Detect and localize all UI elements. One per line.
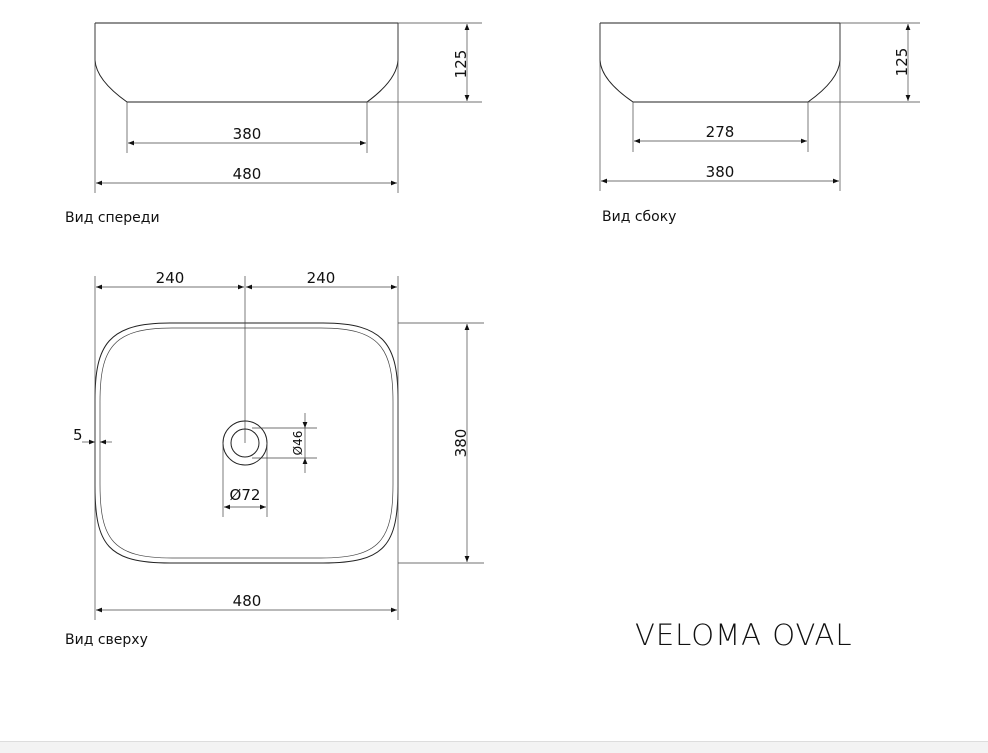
side-width-ext-lines	[599, 23, 841, 191]
side-width-text: 380	[706, 163, 735, 181]
side-bottom-ext-lines	[632, 102, 809, 152]
front-view-label: Вид спереди	[65, 210, 160, 226]
front-bottom-ext-lines	[126, 102, 368, 153]
side-view: 125 278 380 Вид сбоку	[599, 22, 920, 225]
side-bottom-width-text: 278	[706, 123, 735, 141]
drain-ext-lines	[222, 427, 317, 517]
front-view: 125 380 480 Вид спереди	[65, 22, 482, 226]
top-view: 240 240 380 480 5 Ø46 Ø72 Вид сверху	[65, 269, 484, 648]
top-half-left-text: 240	[156, 269, 185, 287]
rim-thickness-text: 5	[73, 426, 83, 444]
top-view-label: Вид сверху	[65, 632, 148, 648]
drain-outer-diameter-text: Ø72	[230, 486, 261, 504]
side-extension-lines	[808, 22, 920, 103]
side-basin-outline	[599, 23, 841, 103]
top-half-right-text: 240	[307, 269, 336, 287]
product-name: VELOMA OVAL	[635, 618, 852, 652]
side-view-label: Вид сбоку	[602, 209, 676, 225]
drain-inner-circle	[230, 428, 260, 458]
bottom-bar	[0, 741, 988, 753]
front-extension-lines	[367, 22, 482, 103]
front-width-text: 480	[233, 165, 262, 183]
side-height-text: 125	[893, 48, 911, 77]
front-bottom-width-text: 380	[233, 125, 262, 143]
top-basin-outer-outline	[94, 322, 399, 564]
top-basin-inner-outline	[99, 327, 394, 559]
top-ext-lines	[94, 276, 399, 620]
drain-inner-diameter-text: Ø46	[291, 431, 305, 456]
front-basin-outline	[94, 23, 399, 103]
top-depth-ext-lines	[398, 322, 484, 564]
front-width-ext-lines	[94, 23, 399, 193]
top-depth-text: 380	[452, 429, 470, 458]
front-height-text: 125	[452, 50, 470, 79]
top-width-text: 480	[233, 592, 262, 610]
